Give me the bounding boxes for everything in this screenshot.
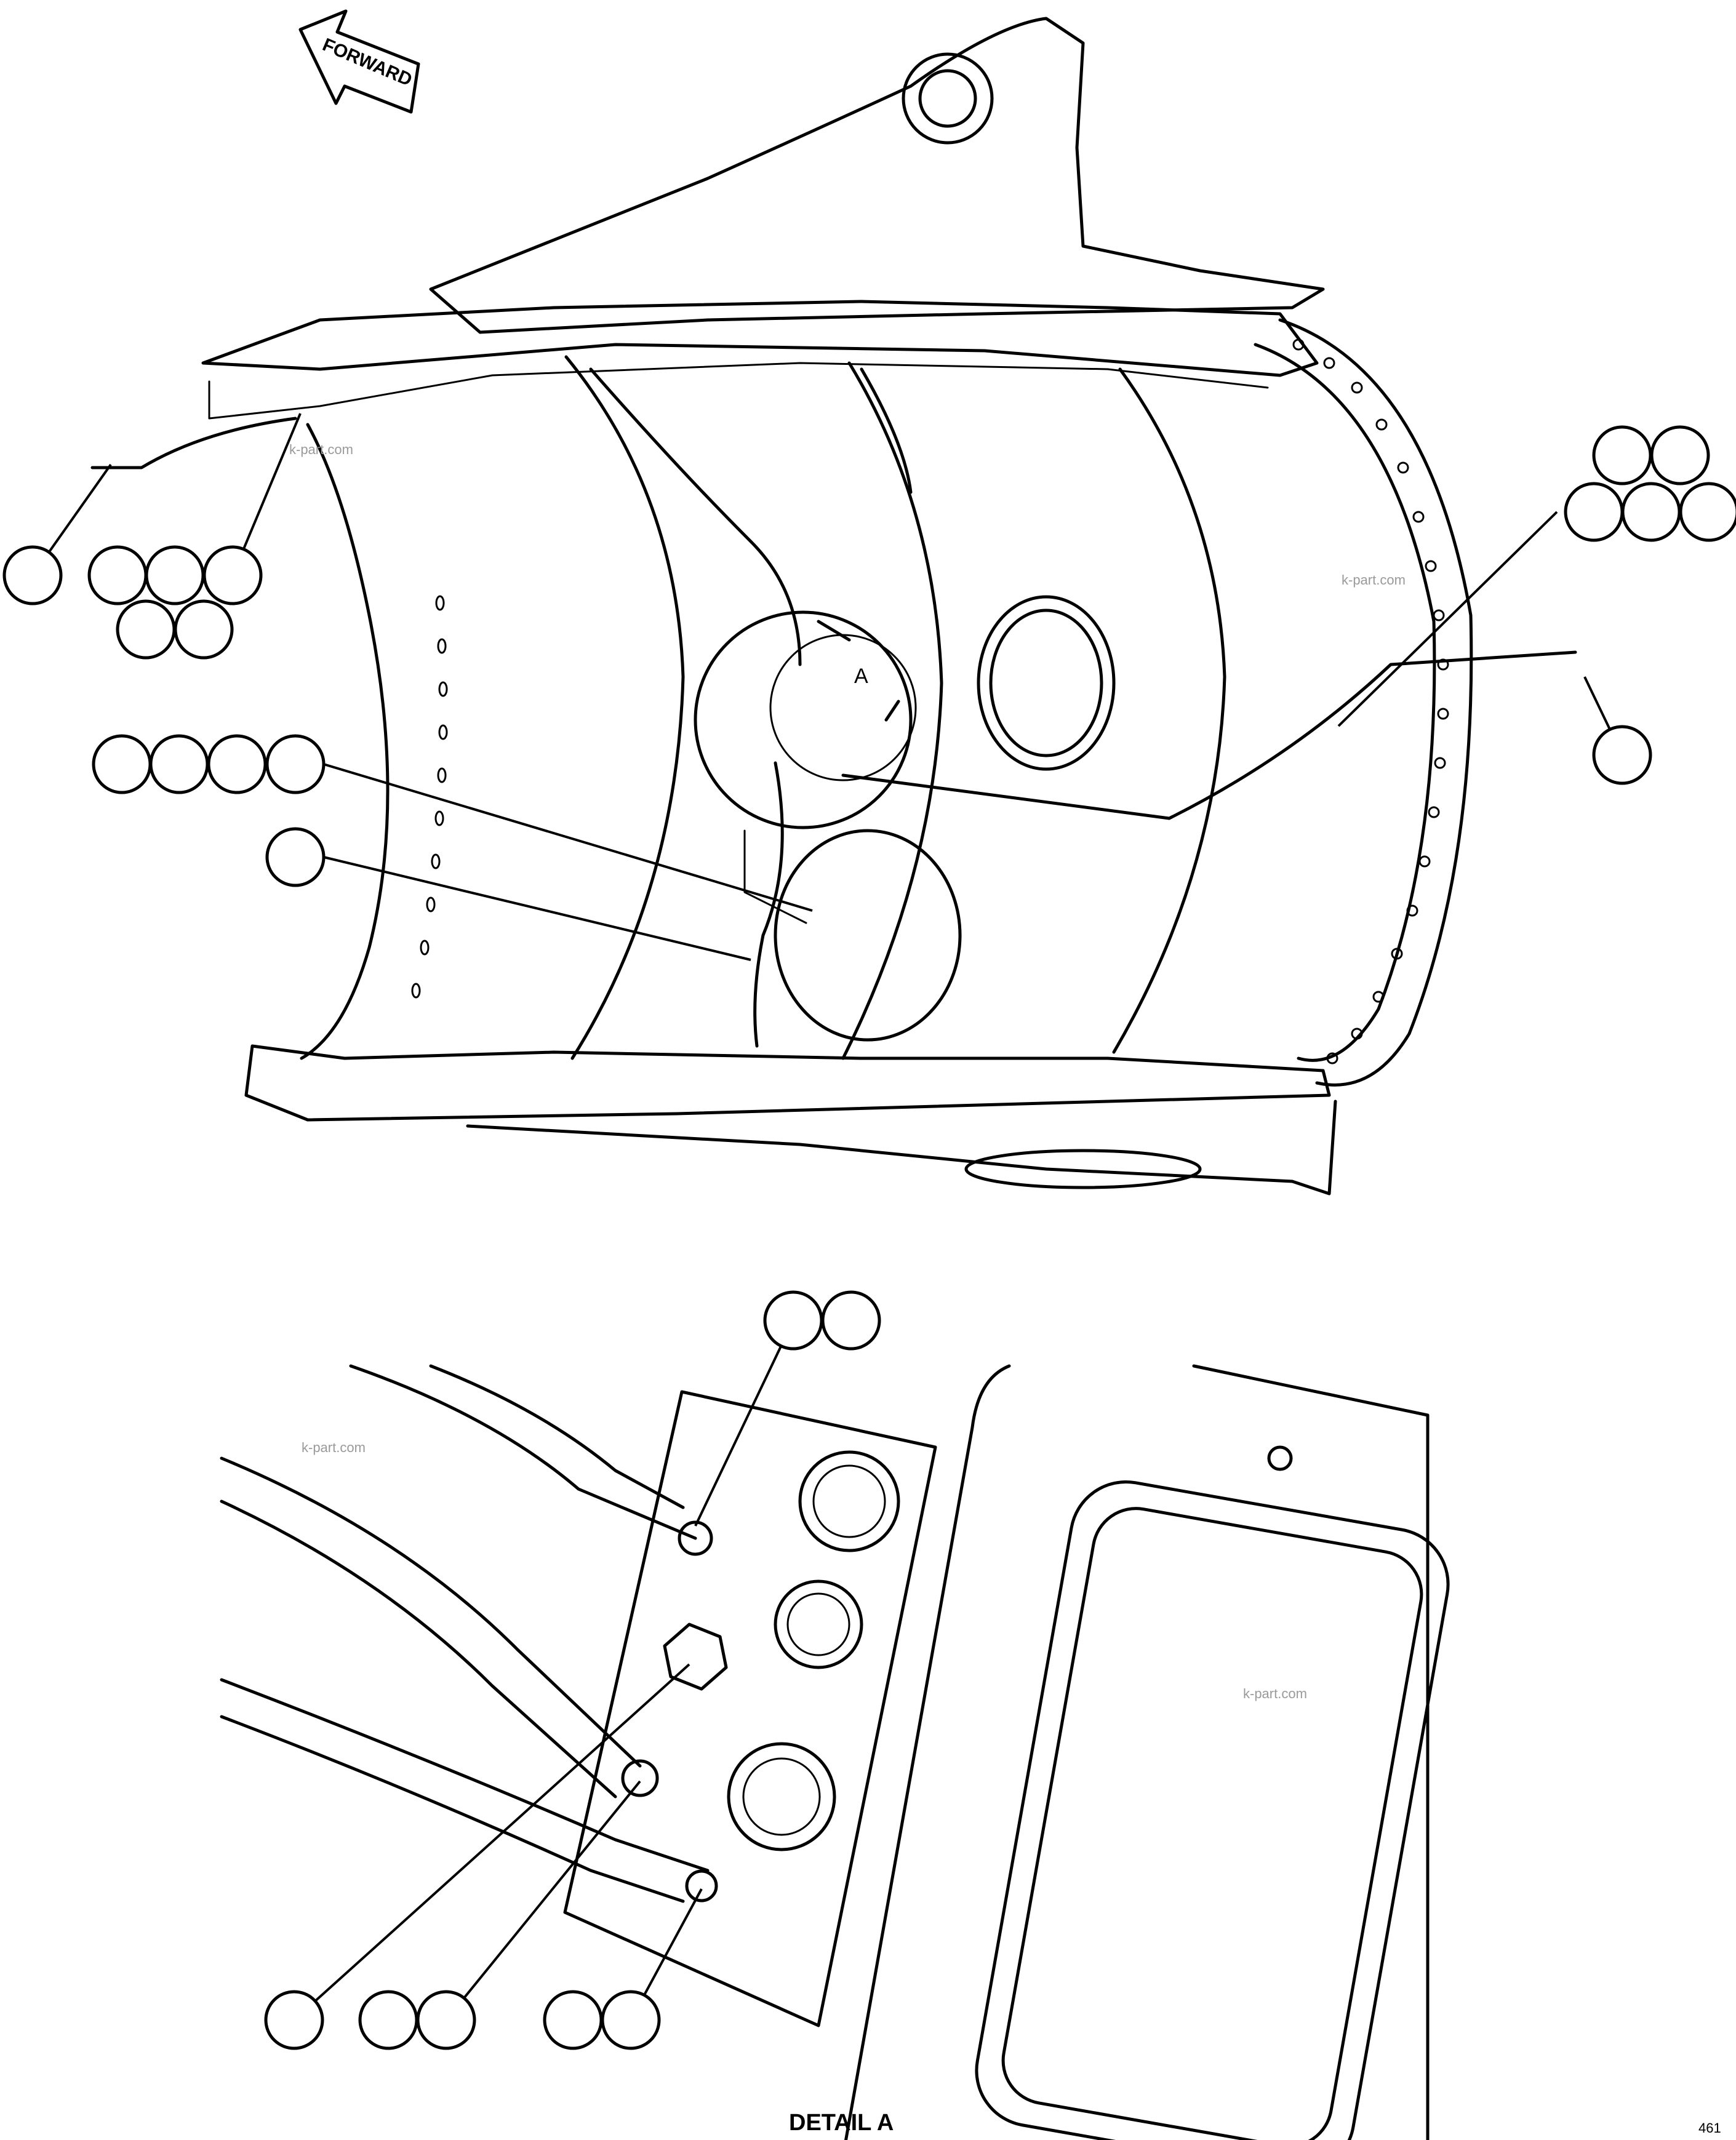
forward-arrow-icon: FORWARD xyxy=(298,9,420,114)
detail-a-marker: A xyxy=(854,665,868,688)
callout-balloon xyxy=(116,599,176,660)
callout-balloon xyxy=(1650,425,1710,485)
callout-balloon xyxy=(87,545,148,605)
watermark: k-part.com xyxy=(1342,572,1406,588)
sheet-number: 461 xyxy=(1698,2120,1721,2136)
callout-balloon xyxy=(149,734,209,794)
callout-balloon xyxy=(416,1990,476,2050)
callout-balloon xyxy=(601,1990,661,2050)
watermark: k-part.com xyxy=(302,1440,366,1455)
callout-balloon xyxy=(763,1290,823,1351)
watermark: k-part.com xyxy=(1243,1686,1307,1701)
flange-bolt-holes xyxy=(1292,338,1449,1064)
main-assembly-view: A xyxy=(90,17,1577,1196)
callout-balloon xyxy=(1592,425,1652,485)
callout-balloon xyxy=(145,545,205,605)
callout-balloon xyxy=(265,827,326,887)
detail-view-callouts xyxy=(264,1290,881,2050)
callout-balloon xyxy=(1592,725,1652,785)
detail-a-view: DETAIL A xyxy=(220,1364,1450,2140)
callout-balloon xyxy=(202,545,263,605)
callout-balloon xyxy=(1621,482,1681,542)
callout-balloon xyxy=(264,1990,324,2050)
callout-balloon xyxy=(358,1990,418,2050)
callout-balloon xyxy=(1564,482,1624,542)
callout-balloon xyxy=(1679,482,1736,542)
callout-balloon xyxy=(207,734,267,794)
callout-balloon xyxy=(821,1290,881,1351)
callout-balloon xyxy=(174,599,234,660)
detail-caption: DETAIL A xyxy=(789,2110,894,2136)
main-view-callouts xyxy=(2,413,1736,961)
callout-balloon xyxy=(2,545,63,605)
callout-balloon xyxy=(265,734,326,794)
callout-balloon xyxy=(543,1990,603,2050)
watermark: k-part.com xyxy=(289,442,353,457)
skin-rivet-holes xyxy=(411,595,448,999)
callout-balloon xyxy=(92,734,152,794)
